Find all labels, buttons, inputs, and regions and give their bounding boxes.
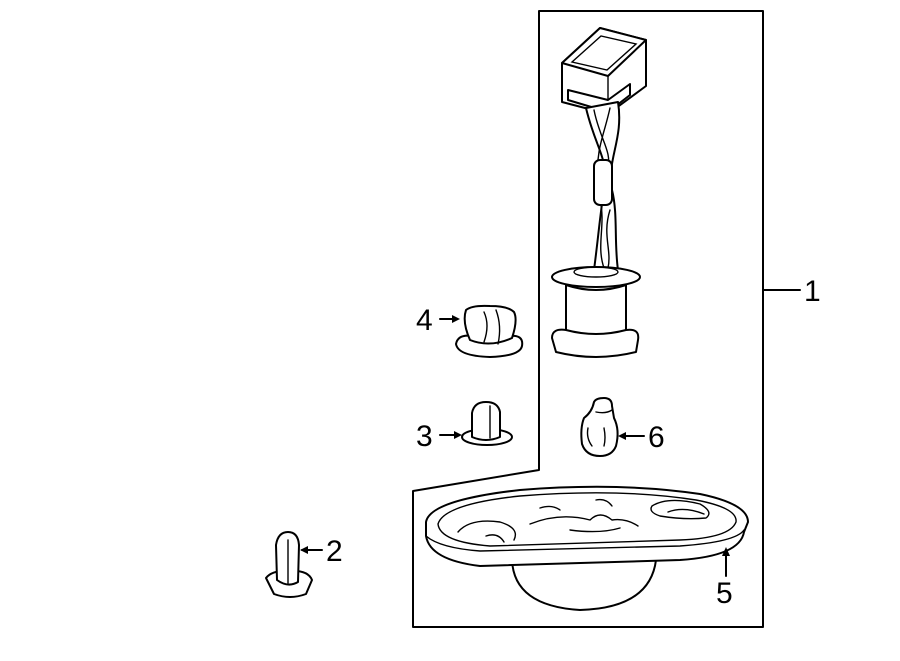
cover-body xyxy=(580,397,619,457)
arrow-2 xyxy=(300,546,308,554)
part-2-push-retainer[interactable] xyxy=(265,531,313,598)
housing-top-face xyxy=(437,492,737,547)
callout-leaders xyxy=(300,289,801,577)
arrow-6 xyxy=(618,432,626,440)
part-1-wiring-harness[interactable] xyxy=(551,27,647,358)
housing-right-socket xyxy=(650,499,710,520)
callout-5: 5 xyxy=(716,577,733,610)
callout-4: 4 xyxy=(416,304,433,337)
housing-rim xyxy=(425,485,749,567)
part-4-rubber-boot[interactable] xyxy=(455,304,524,358)
connector-plug-face xyxy=(570,35,638,71)
housing-center-detail xyxy=(529,514,639,527)
callout-6: 6 xyxy=(648,421,665,454)
callout-1: 1 xyxy=(804,275,821,308)
part-3-plug-cap[interactable] xyxy=(461,401,513,446)
part-5-lamp-housing[interactable] xyxy=(425,485,749,611)
arrow-4 xyxy=(452,315,460,323)
part-6-socket-cover[interactable] xyxy=(580,397,619,457)
cap-dome xyxy=(471,401,501,441)
boot-body xyxy=(463,304,517,345)
grommet-bottom-flange xyxy=(551,328,640,358)
housing-left-socket xyxy=(457,520,517,541)
housing-lower-bowl xyxy=(511,559,657,611)
arrow-5 xyxy=(722,547,730,556)
callout-2: 2 xyxy=(326,535,343,568)
wire-tape-band xyxy=(593,159,613,206)
callout-3: 3 xyxy=(416,420,433,453)
arrow-3 xyxy=(454,431,462,439)
assembly-boundary xyxy=(412,10,764,628)
